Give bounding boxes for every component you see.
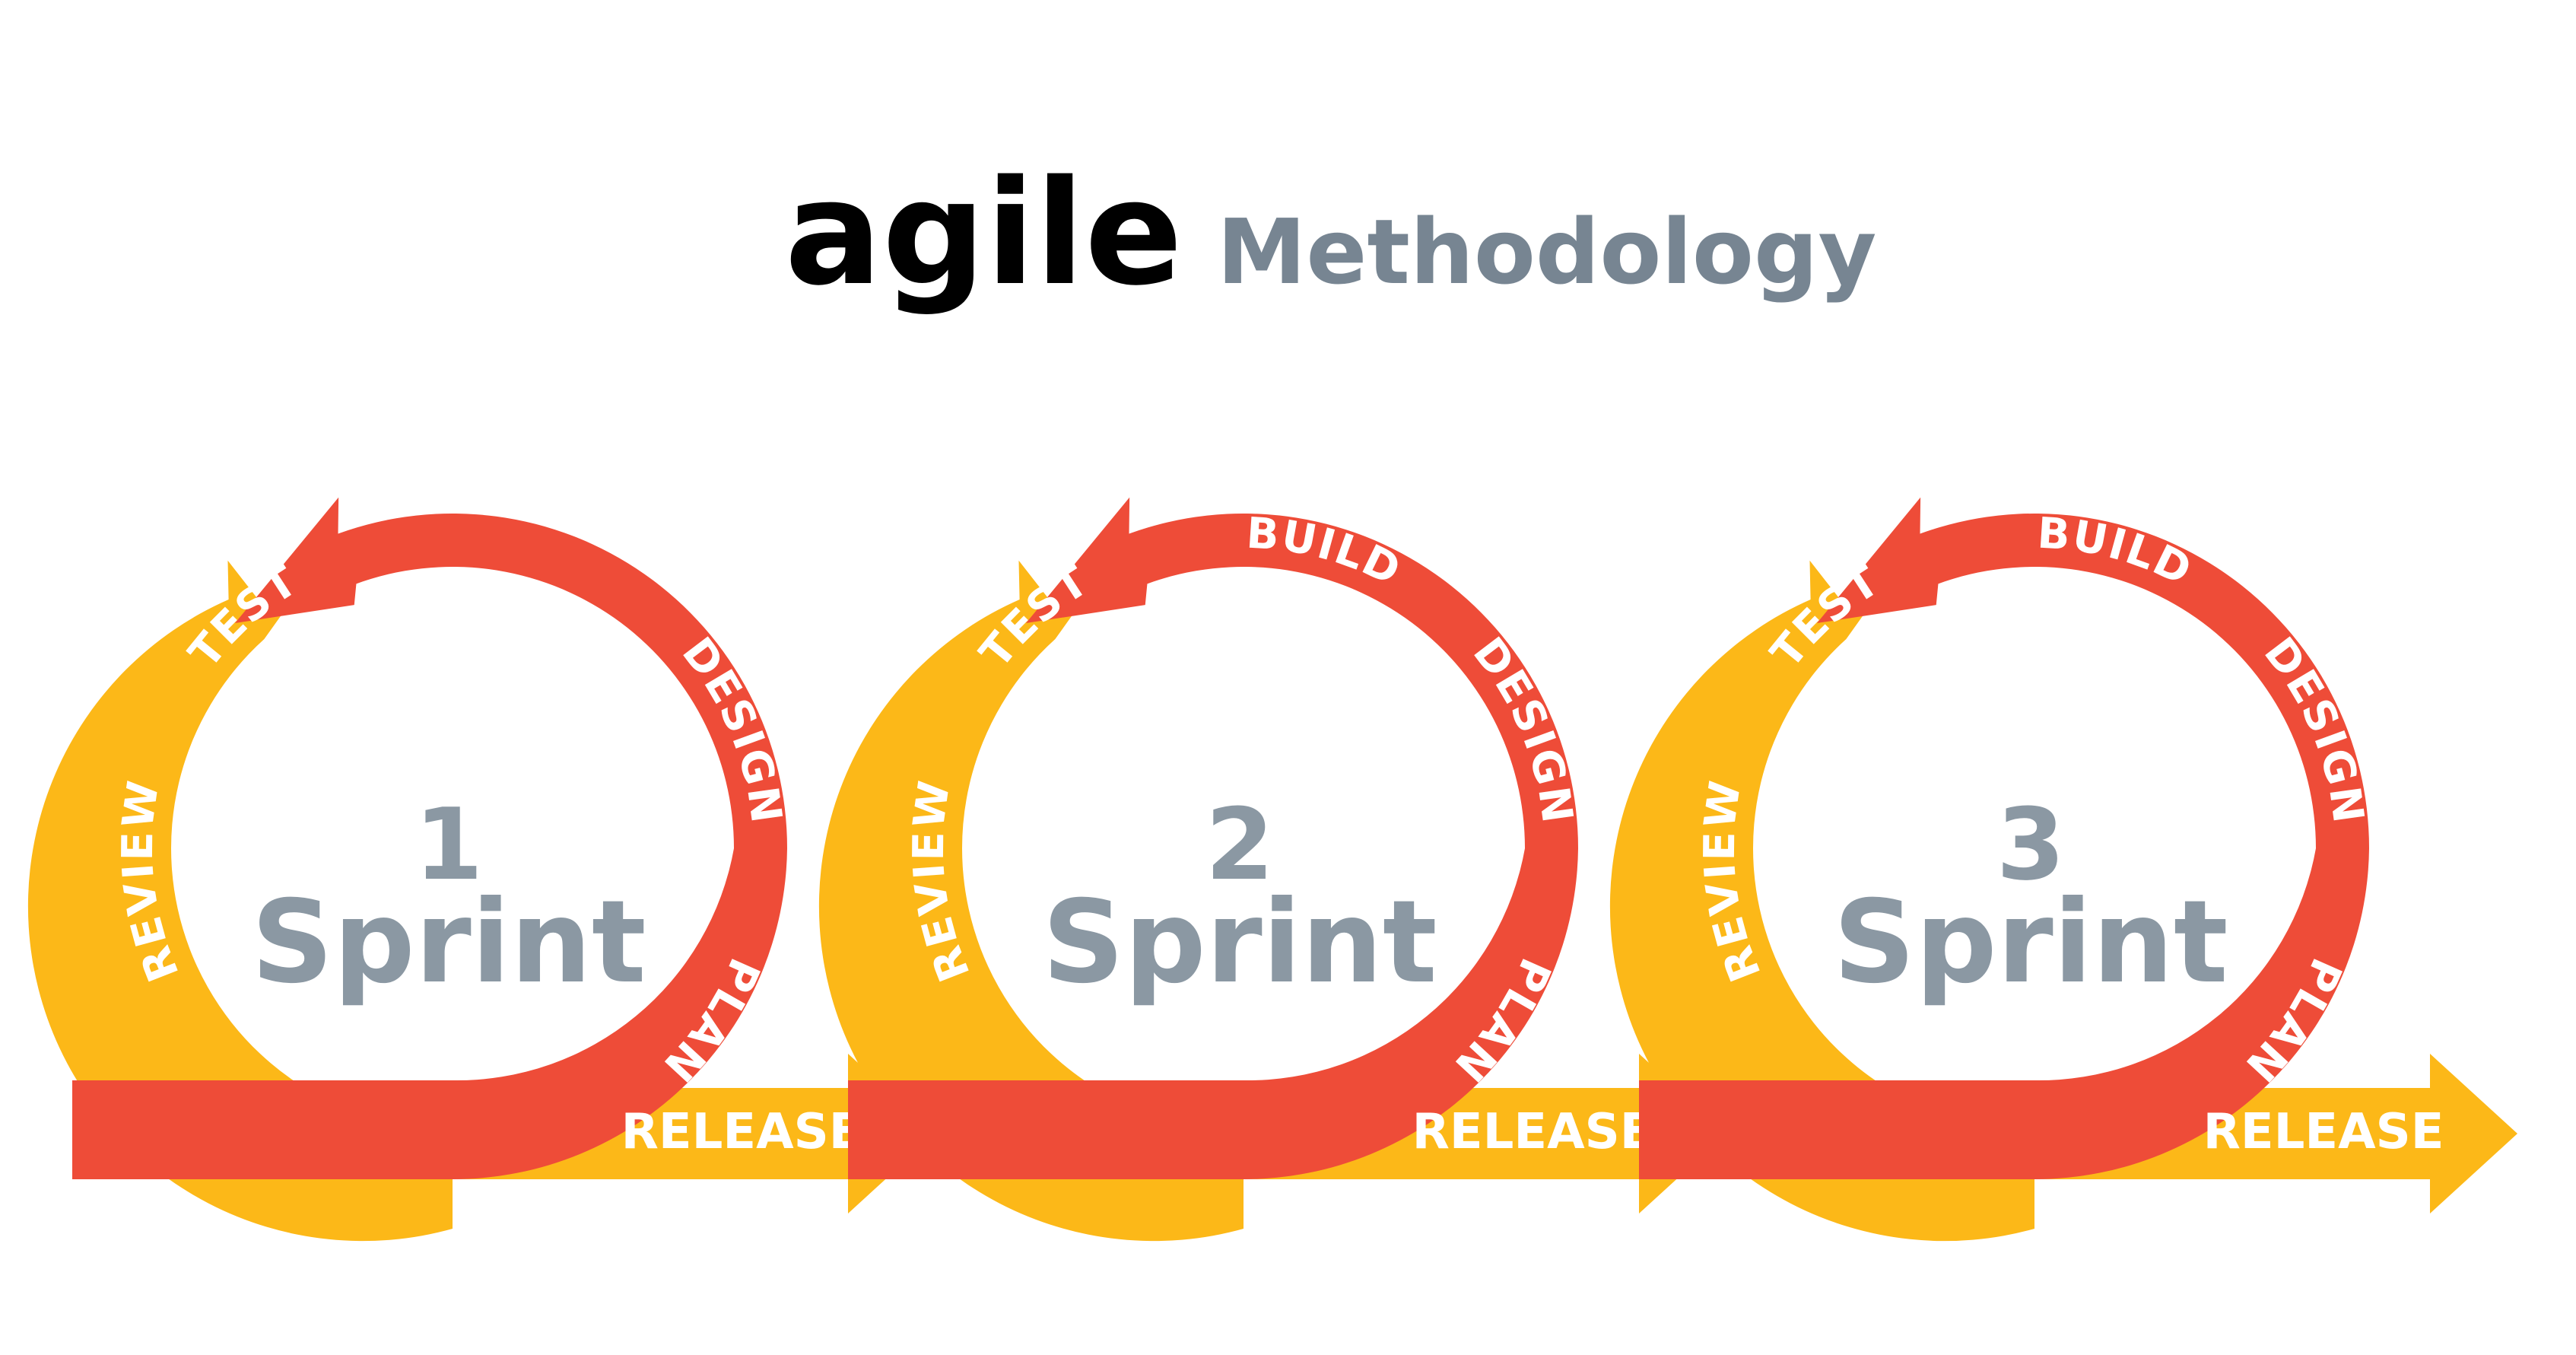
review-test-arc <box>27 560 453 1242</box>
review-test-arc <box>1609 560 2034 1242</box>
sprint-number: 3 <box>1996 787 2065 902</box>
sprint-number: 2 <box>1205 787 1274 902</box>
review-test-arc <box>818 560 1244 1242</box>
release-label: RELEASE <box>1412 1104 1653 1160</box>
plan-design-build-arc <box>848 497 1578 1179</box>
release-label: RELEASE <box>2203 1104 2444 1160</box>
step-build-label: BUILD <box>520 778 685 835</box>
sprint-number: 1 <box>415 787 483 902</box>
step-build-label: BUILD <box>1245 508 1409 596</box>
sprint-label: Sprint <box>1042 876 1437 1009</box>
sprint-label: Sprint <box>1833 876 2228 1009</box>
sprint-label: Sprint <box>251 876 646 1009</box>
plan-design-build-arc <box>72 497 787 1179</box>
title-sub: Methodology <box>1217 199 1876 304</box>
release-label: RELEASE <box>621 1104 862 1160</box>
step-build-label: BUILD <box>2036 508 2200 596</box>
plan-design-build-arc <box>1639 497 2369 1179</box>
title-main: agile <box>785 149 1183 317</box>
